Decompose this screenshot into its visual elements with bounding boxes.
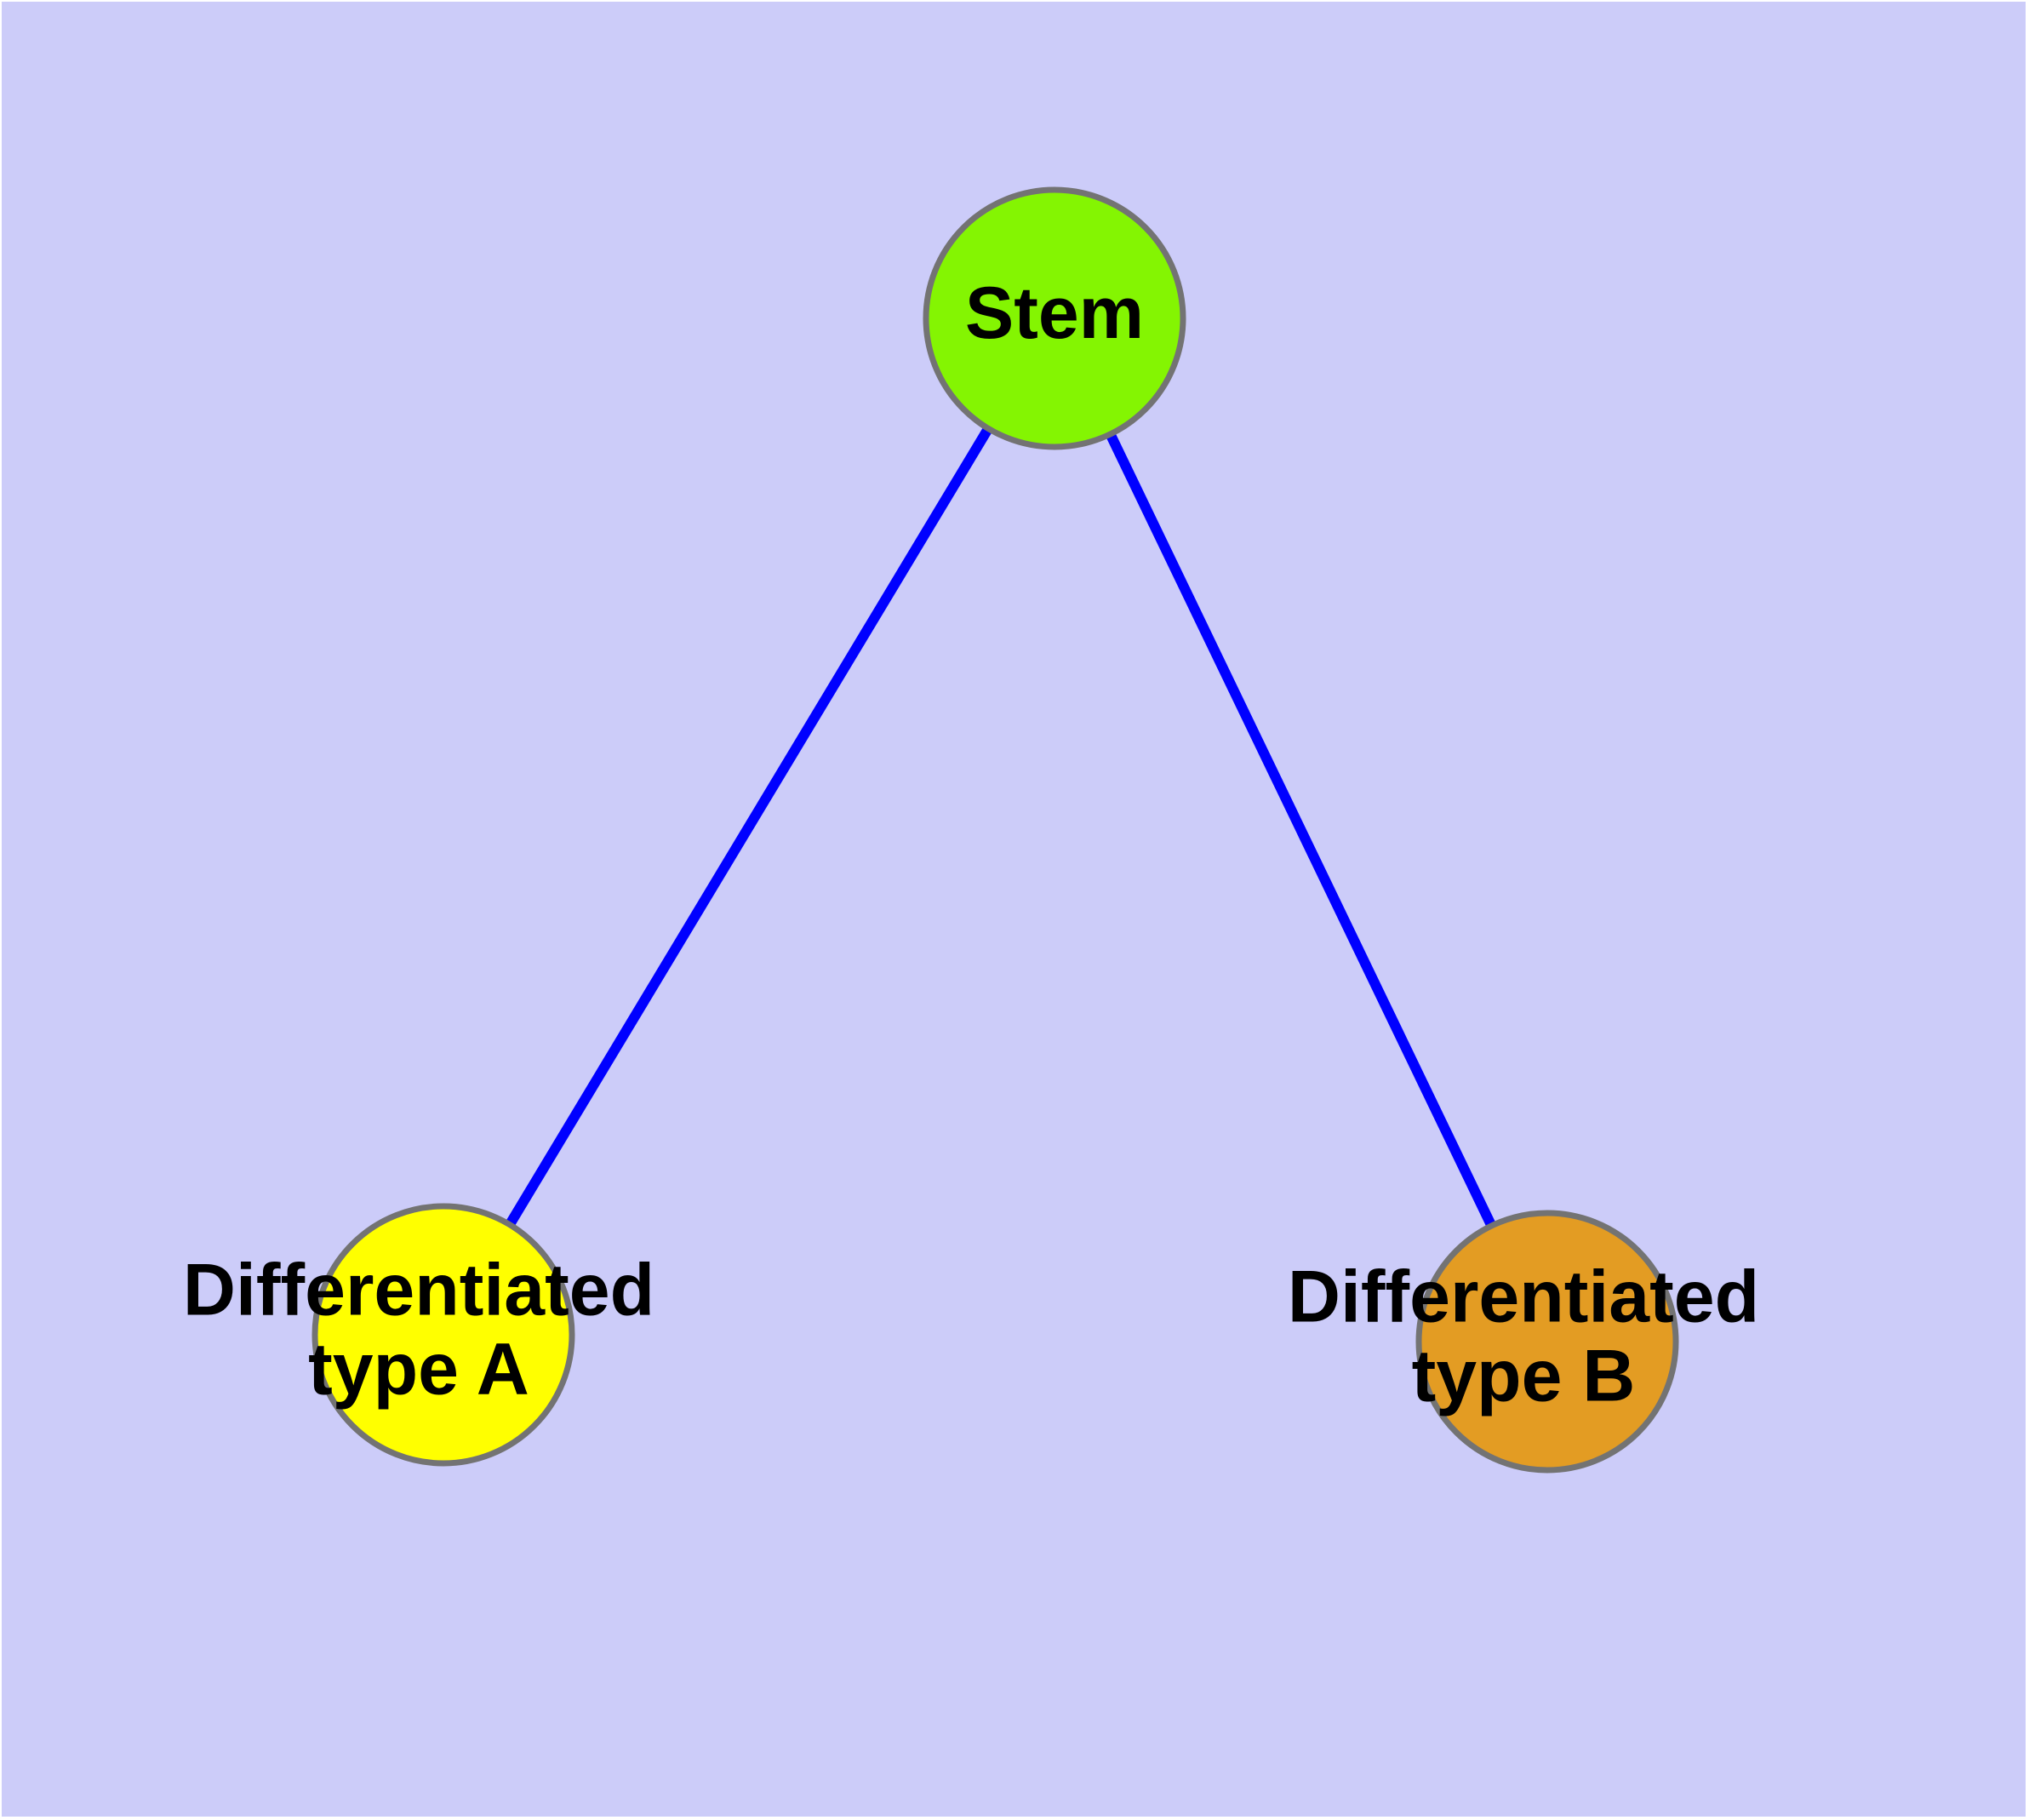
node-label-line: Differentiated <box>183 1249 654 1331</box>
node-label-line: type A <box>308 1328 529 1410</box>
node-differentiated-type-a[interactable] <box>311 1203 575 1467</box>
node-stem[interactable] <box>923 186 1186 450</box>
node-label-stem: Stem <box>965 272 1144 354</box>
node-label-line: type B <box>1412 1335 1636 1417</box>
node-label-line: Stem <box>965 272 1144 354</box>
edge-layer <box>438 315 1552 1344</box>
edge-stem-to-diff-a[interactable] <box>438 315 1060 1338</box>
node-layer <box>311 186 1679 1474</box>
edge-stem-to-diff-b[interactable] <box>1049 316 1552 1344</box>
node-differentiated-type-b[interactable] <box>1415 1210 1679 1474</box>
node-label-line: Differentiated <box>1288 1256 1759 1337</box>
